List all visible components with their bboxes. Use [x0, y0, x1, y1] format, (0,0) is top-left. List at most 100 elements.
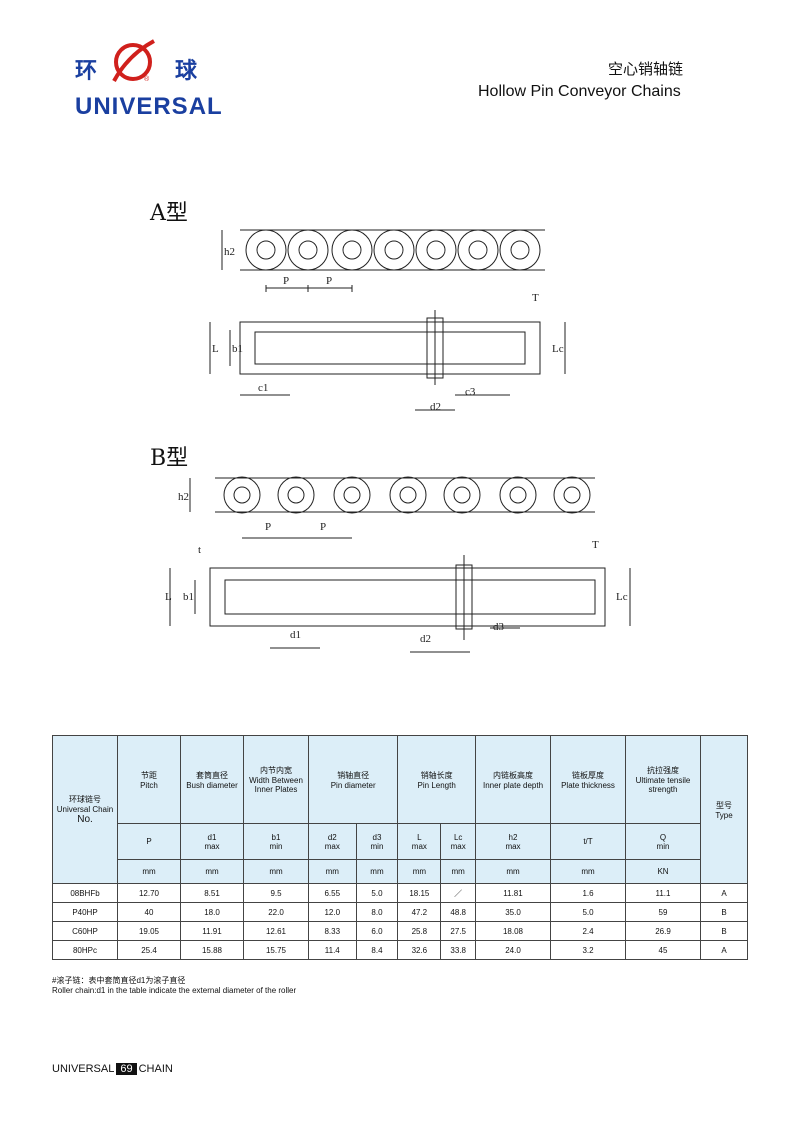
table-cell: 6.55 [308, 883, 357, 903]
table-cell: 15.75 [243, 940, 309, 960]
table-cell: ／ [440, 883, 476, 903]
table-cell: 1.6 [550, 883, 626, 903]
table-cell: C60HP [52, 921, 118, 941]
label-c1-a: c1 [258, 382, 268, 394]
label-d2-b: d2 [420, 633, 431, 645]
col-chain: 环球链号 Universal Chain No. [52, 735, 118, 884]
type-a-side-view [221, 229, 545, 292]
table-cell: 40 [117, 902, 181, 922]
label-t-upper-b: T [592, 539, 599, 551]
label-c3-a: c3 [465, 386, 476, 398]
table-cell: 11.91 [180, 921, 244, 941]
table-cell: 18.0 [180, 902, 244, 922]
table-cell: P40HP [52, 902, 118, 922]
table-cell: 80HPc [52, 940, 118, 960]
table-cell: 8.0 [355, 902, 399, 922]
table-cell: 19.05 [117, 921, 181, 941]
table-cell: 8.4 [355, 940, 399, 960]
label-b1-a: b1 [232, 343, 243, 355]
table-cell: 22.0 [243, 902, 309, 922]
table-cell: 33.8 [440, 940, 476, 960]
table-cell: 8.51 [180, 883, 244, 903]
label-l-a: L [212, 343, 219, 355]
table-cell: B [700, 902, 748, 922]
label-p-b1: P [265, 521, 271, 533]
table-cell: 32.6 [397, 940, 442, 960]
table-cell: 27.5 [440, 921, 476, 941]
table-cell: 11.4 [308, 940, 357, 960]
label-lc-a: Lc [552, 343, 564, 355]
table-cell: 6.0 [355, 921, 399, 941]
label-lc-b: Lc [616, 591, 628, 603]
page-footer: UNIVERSAL 69 CHAIN [52, 1063, 173, 1075]
table-cell: 47.2 [397, 902, 442, 922]
table-cell: A [700, 940, 748, 960]
table-cell: 18.15 [397, 883, 442, 903]
table-cell: 12.70 [117, 883, 181, 903]
table-cell: 12.61 [243, 921, 309, 941]
universal-logo: 环 ® 球 UNIVERSAL [70, 35, 222, 125]
label-l-b: L [165, 591, 172, 603]
chain-diagram: h2 P P T L b1 Lc c1 d2 c3 h2 P P t T L b… [165, 229, 631, 653]
table-cell: A [700, 883, 748, 903]
table-cell: 8.33 [308, 921, 357, 941]
label-d3-b: d3 [493, 621, 505, 633]
table-cell: 48.8 [440, 902, 476, 922]
table-cell: 18.08 [475, 921, 551, 941]
table-cell: 3.2 [550, 940, 626, 960]
page-title-en: Hollow Pin Conveyor Chains [478, 83, 681, 100]
page-number: 69 [116, 1063, 137, 1075]
label-b1-b: b1 [183, 591, 194, 603]
table-cell: 15.88 [180, 940, 244, 960]
label-h2-b: h2 [178, 491, 189, 503]
table-cell: 9.5 [243, 883, 309, 903]
label-p-a2: P [326, 275, 332, 287]
table-cell: 11.81 [475, 883, 551, 903]
type-a-top-view [209, 310, 566, 411]
table-cell: 25.4 [117, 940, 181, 960]
table-cell: 59 [625, 902, 701, 922]
table-cell: B [700, 921, 748, 941]
label-t-lower-b: t [198, 544, 201, 556]
table-cell: 24.0 [475, 940, 551, 960]
table-cell: 26.9 [625, 921, 701, 941]
label-h2-a: h2 [224, 246, 235, 258]
label-p-b2: P [320, 521, 326, 533]
type-b-top-view [169, 555, 631, 653]
table-cell: 2.4 [550, 921, 626, 941]
table-cell: 5.0 [550, 902, 626, 922]
label-t-upper-a: T [532, 292, 539, 304]
type-b-side-view [189, 476, 595, 539]
type-b-label: B型 [150, 446, 189, 471]
table-cell: 12.0 [308, 902, 357, 922]
logo-text: UNIVERSAL [75, 93, 223, 120]
table-cell: 08BHFb [52, 883, 118, 903]
registered-mark: ® [144, 75, 150, 83]
table-cell: 11.1 [625, 883, 701, 903]
table-cell: 25.8 [397, 921, 442, 941]
table-cell: 35.0 [475, 902, 551, 922]
logo-cn-left: 环 [75, 59, 98, 84]
globe-icon: ® [112, 39, 155, 83]
label-d1-b: d1 [290, 629, 301, 641]
footnote: #滚子链：表中套筒直径d1为滚子直径 Roller chain:d1 in th… [52, 976, 297, 995]
page-title-cn: 空心销轴链 [608, 60, 684, 78]
table-cell: 45 [625, 940, 701, 960]
table-cell: 5.0 [355, 883, 399, 903]
label-p-a1: P [283, 275, 289, 287]
label-d2-a: d2 [430, 401, 441, 413]
